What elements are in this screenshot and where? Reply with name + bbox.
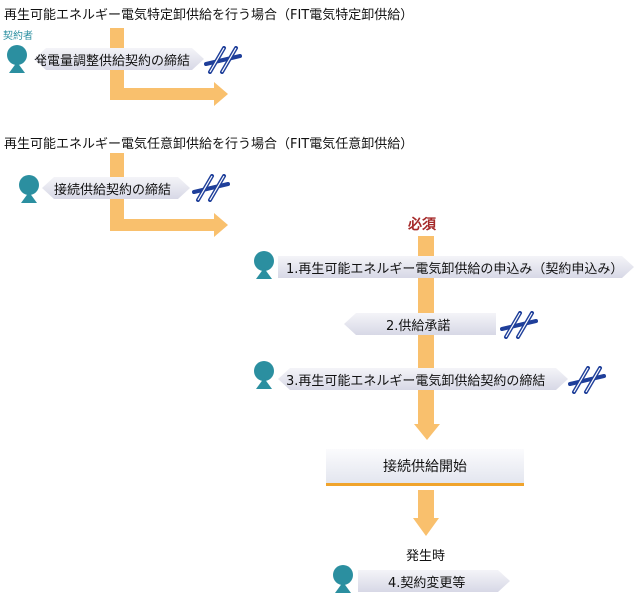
handshake-icon [568, 366, 606, 394]
section1-arrow-head [214, 82, 228, 106]
step4: 4.契約変更等 [358, 570, 510, 592]
step2: 2.供給承諾 [344, 313, 496, 335]
handshake-icon [500, 311, 538, 339]
handshake-icon [192, 174, 230, 202]
section2-arrow-horizontal [110, 219, 216, 231]
person-icon [6, 45, 28, 73]
section2-arrow-head [214, 213, 228, 237]
step1: 1.再生可能エネルギー電気卸供給の申込み（契約申込み） [278, 256, 634, 278]
person-icon [253, 251, 275, 279]
step1-label: 1.再生可能エネルギー電気卸供給の申込み（契約申込み） [286, 261, 624, 277]
bottom-arrow-head [413, 518, 439, 536]
section1-step-label: 発電量調整供給契約の締結 [34, 53, 191, 69]
section1-step: 発電量調整供給契約の締結 [34, 48, 204, 70]
occurrence-label: 発生時 [406, 549, 446, 564]
person-icon [332, 565, 354, 593]
actor-label: 契約者 [3, 31, 33, 42]
section2-step-label: 接続供給契約の締結 [54, 182, 172, 198]
section2-title: 再生可能エネルギー電気任意卸供給を行う場合（FIT電気任意卸供給） [4, 137, 414, 152]
step4-label: 4.契約変更等 [388, 575, 466, 591]
step2-label: 2.供給承諾 [386, 318, 451, 334]
section1-title: 再生可能エネルギー電気特定卸供給を行う場合（FIT電気特定卸供給） [4, 8, 414, 23]
handshake-icon [204, 46, 242, 74]
bottom-arrow-vertical [418, 490, 434, 520]
start-supply-label: 接続供給開始 [383, 459, 467, 475]
main-arrow-head [414, 424, 440, 440]
section1-arrow-horizontal [110, 88, 216, 100]
person-icon [18, 175, 40, 203]
step3: 3.再生可能エネルギー電気卸供給契約の締結 [278, 368, 568, 390]
start-supply-box: 接続供給開始 [326, 449, 524, 486]
step3-label: 3.再生可能エネルギー電気卸供給契約の締結 [286, 373, 546, 389]
section2-step: 接続供給契約の締結 [42, 177, 190, 199]
required-label: 必須 [408, 217, 436, 233]
person-icon [253, 361, 275, 389]
